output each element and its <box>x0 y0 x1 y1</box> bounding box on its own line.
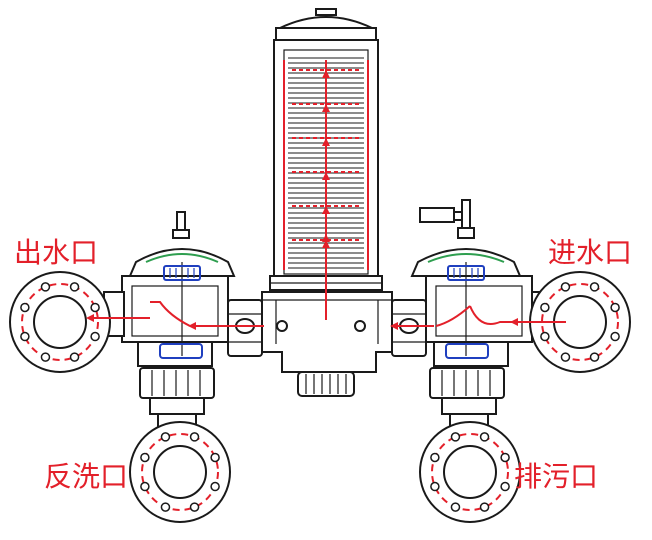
center-body <box>261 291 393 397</box>
filter-flow-arrows <box>283 60 369 270</box>
coupling-right <box>391 299 427 357</box>
flange-backwash <box>129 421 231 523</box>
flange-drain <box>419 421 521 523</box>
flange-inlet <box>529 271 631 373</box>
flange-outlet <box>9 271 111 373</box>
label-backwash: 反洗口 <box>44 460 128 493</box>
label-outlet: 出水口 <box>14 236 98 269</box>
label-inlet: 进水口 <box>548 236 632 269</box>
valve-right-seals <box>445 265 489 359</box>
flanges <box>9 271 631 523</box>
valve-left-seals <box>159 265 203 359</box>
valve-left <box>103 211 236 429</box>
label-drain: 排污口 <box>514 460 598 493</box>
coupling-left <box>227 299 263 357</box>
